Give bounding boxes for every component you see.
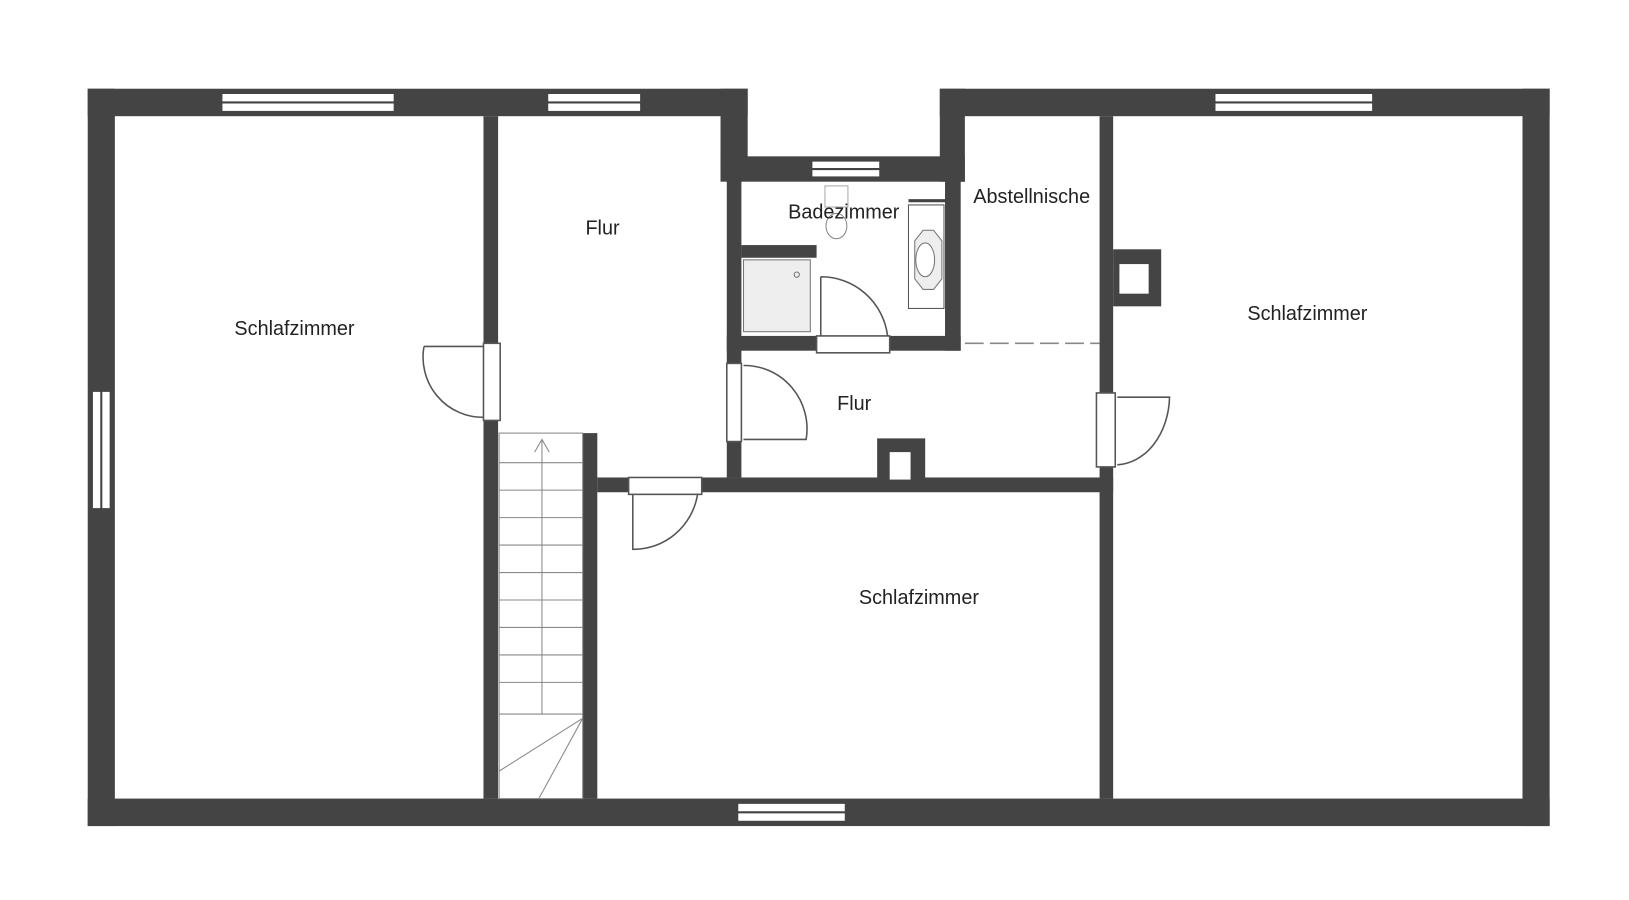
walls	[87, 88, 1550, 827]
label-bedroom-left: Schlafzimmer	[234, 318, 354, 340]
label-bathroom: Badezimmer	[788, 202, 900, 224]
label-hall-top: Flur	[585, 217, 619, 239]
windows	[90, 91, 1375, 823]
bathroom-fixtures	[742, 185, 947, 333]
label-bedroom-bottom: Schlafzimmer	[859, 587, 979, 609]
doors	[422, 275, 1171, 551]
staircase	[498, 432, 584, 800]
room-labels: Schlafzimmer Flur Badezimmer Abstellnisc…	[234, 186, 1367, 610]
shower-tray	[742, 259, 811, 333]
label-hall-middle: Flur	[837, 393, 871, 415]
label-bedroom-right: Schlafzimmer	[1247, 303, 1367, 325]
toilet	[825, 212, 848, 240]
label-storage-niche: Abstellnische	[973, 186, 1090, 208]
